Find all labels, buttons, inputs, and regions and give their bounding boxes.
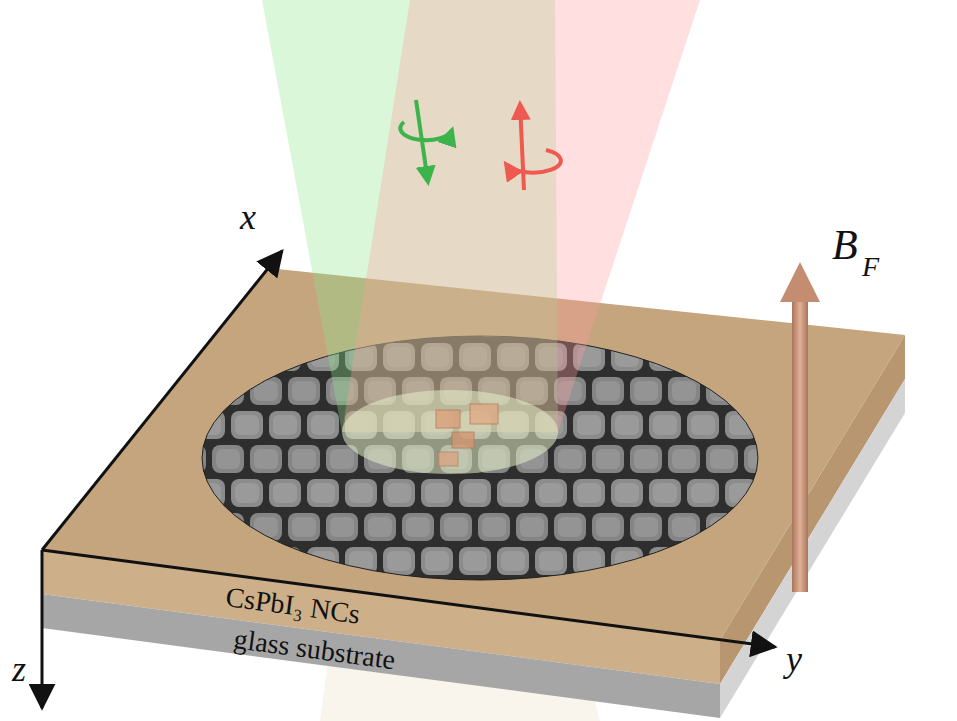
red-beam: [342, 0, 700, 432]
axis-label: z: [12, 650, 26, 690]
nanocrystal-cubes: [436, 404, 498, 466]
sigma-minus-arrow: [506, 104, 561, 190]
x-axis: [42, 251, 282, 550]
z-axis: [41, 550, 44, 708]
beam-spot: [342, 390, 558, 474]
y-axis: [42, 550, 775, 647]
field-arrow: [780, 262, 820, 592]
axis-label: y: [786, 640, 802, 680]
field-subscript: F: [862, 252, 879, 283]
field-symbol: B: [832, 222, 858, 268]
axis-label: x: [240, 198, 256, 238]
sigma-plus-arrow: [400, 100, 452, 182]
